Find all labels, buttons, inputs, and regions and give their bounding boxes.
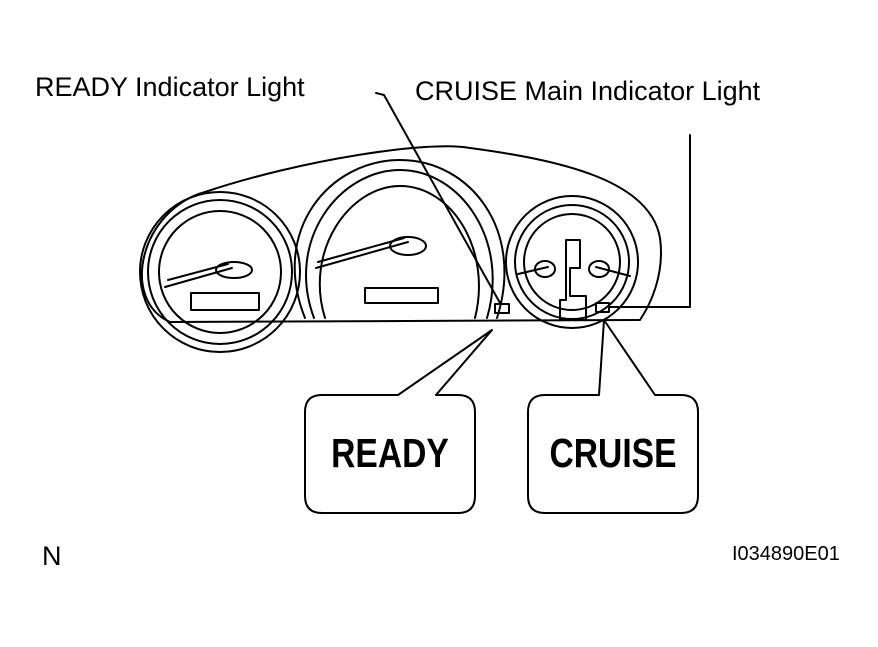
- ready-indicator-label: READY Indicator Light: [35, 72, 305, 102]
- right-gauge: [505, 195, 639, 329]
- ready-leader-line: [383, 94, 501, 304]
- left-gauge: [139, 191, 301, 353]
- cluster-housing: [141, 145, 662, 323]
- cruise-callout-text: CRUISE: [549, 430, 677, 476]
- figure-id: I034890E01: [732, 543, 840, 565]
- cruise-leader-line: [608, 134, 691, 308]
- ready-callout-bubble: [304, 329, 493, 514]
- center-gauge: [293, 159, 506, 319]
- ready-indicator-lamp: [494, 303, 510, 314]
- cruise-callout-bubble: [527, 319, 699, 514]
- corner-mark: N: [42, 541, 62, 571]
- cruise-indicator-label: CRUISE Main Indicator Light: [415, 76, 761, 106]
- ready-callout-text: READY: [331, 430, 449, 476]
- ready-label-tick: [375, 92, 385, 96]
